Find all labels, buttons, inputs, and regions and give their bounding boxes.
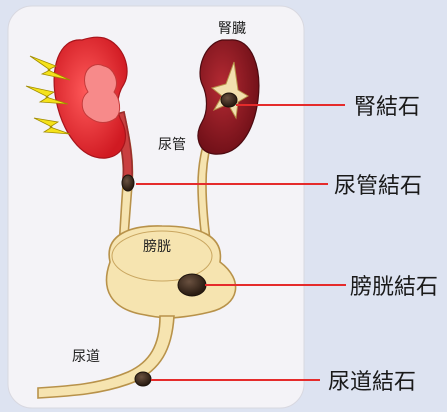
kidney-label: 腎臓 (218, 21, 246, 37)
kidney-stone (221, 93, 237, 107)
bladder-label: 膀胱 (143, 238, 171, 255)
left-renal-pelvis (82, 65, 119, 123)
ureter-stone (122, 175, 134, 191)
kidney-stone-callout: 腎結石 (354, 95, 420, 120)
urethra-stone-callout: 尿道結石 (328, 370, 416, 395)
urethra-label: 尿道 (72, 349, 100, 365)
urethra-stone (135, 372, 151, 386)
bladder-stone (178, 274, 206, 296)
ureter-stone-callout: 尿管結石 (334, 174, 422, 199)
bladder-stone-callout: 膀胱結石 (350, 275, 438, 300)
ureter-label: 尿管 (158, 137, 186, 153)
